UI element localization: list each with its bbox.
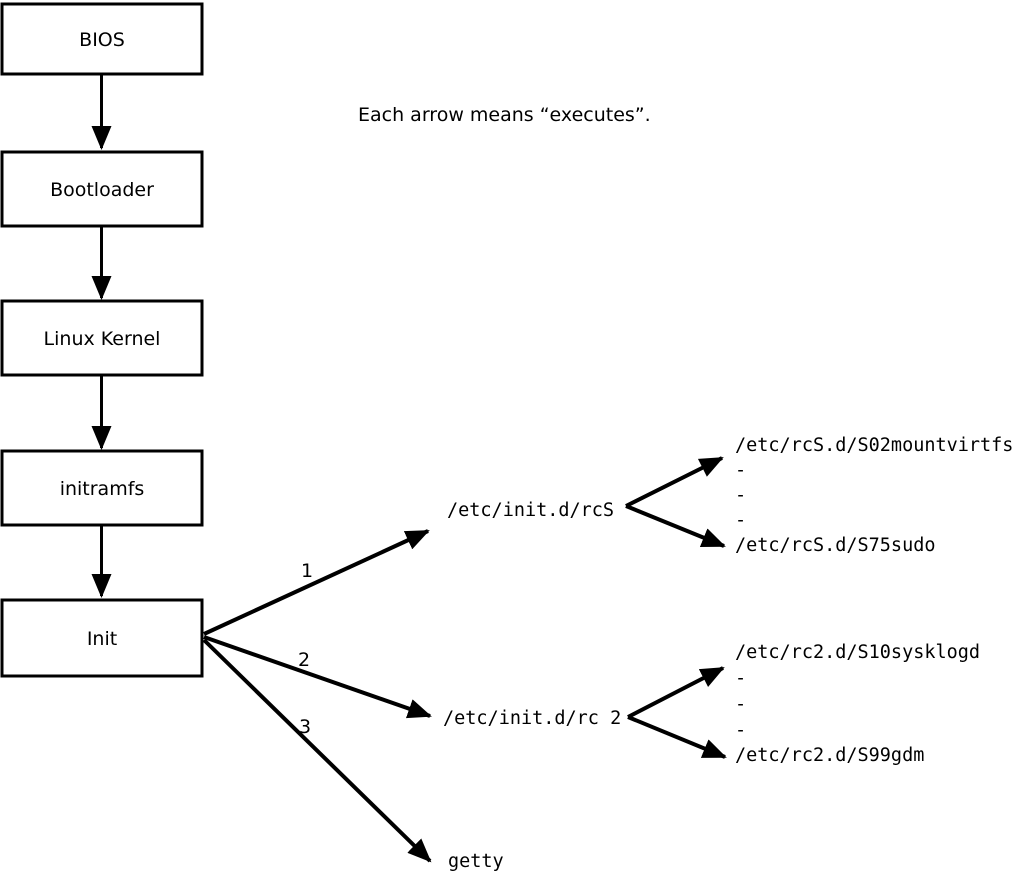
box-bios-label: BIOS: [79, 29, 125, 51]
arrow-rc2-to-S99gdm: [627, 715, 727, 759]
box-init: [0, 598, 204, 678]
rcS-entry-dash-1: -: [735, 460, 746, 481]
target-getty: getty: [448, 851, 504, 872]
rc2-entry-dash-2: -: [735, 694, 746, 715]
box-initramfs-label: initramfs: [60, 478, 145, 500]
arrow-rcS-to-S02mountvirtfs: [625, 456, 724, 508]
arrow-init-to-rc2: [203, 635, 432, 719]
arrow-init-to-rcS: [203, 529, 430, 636]
fan-arrow-label-3: 3: [299, 716, 311, 738]
rcS-entry-S02mountvirtfs: /etc/rcS.d/S02mountvirtfs: [735, 435, 1013, 456]
box-bootloader-label: Bootloader: [50, 179, 154, 201]
arrow-init-to-getty: [202, 638, 432, 863]
rcS-entry-dash-3: -: [735, 510, 746, 531]
note-executes: Each arrow means “executes”.: [358, 104, 651, 126]
rc2-entry-S99gdm: /etc/rc2.d/S99gdm: [735, 745, 924, 766]
fan-arrow-label-2: 2: [298, 649, 310, 671]
box-initramfs: [0, 449, 204, 527]
target-rcS: /etc/init.d/rcS: [447, 500, 614, 521]
rc2-entry-dash-1: -: [735, 668, 746, 689]
rcS-entry-S75sudo: /etc/rcS.d/S75sudo: [735, 535, 935, 556]
box-bootloader: [0, 150, 204, 228]
rcS-entry-dash-2: -: [735, 485, 746, 506]
rc2-entry-dash-3: -: [735, 720, 746, 741]
box-init-label: Init: [87, 628, 117, 650]
box-linux-kernel-label: Linux Kernel: [44, 328, 161, 350]
target-rc2: /etc/init.d/rc 2: [443, 708, 621, 729]
fan-arrow-label-1: 1: [301, 560, 313, 582]
arrow-rcS-to-S75sudo: [625, 504, 726, 548]
box-bios: [0, 2, 204, 76]
arrow-rc2-to-S10sysklogd: [627, 666, 725, 719]
rc2-entry-S10sysklogd: /etc/rc2.d/S10sysklogd: [735, 642, 980, 663]
